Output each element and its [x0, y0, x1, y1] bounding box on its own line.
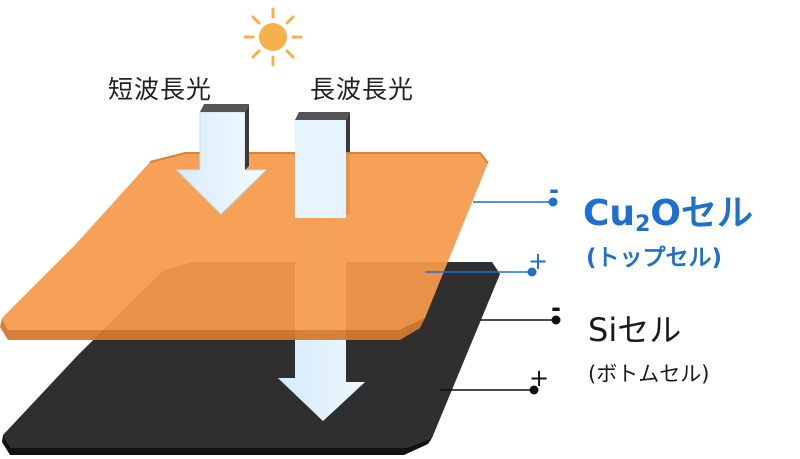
short-wave-label: 短波長光 [108, 75, 213, 104]
top-cell-title-suffix: Oセル [650, 193, 753, 234]
bottom-cell-subtitle: (ボトムセル) [588, 362, 710, 386]
sun-icon [243, 7, 303, 67]
top-cell-title-prefix: Cu [583, 193, 636, 234]
connector-lines [425, 197, 561, 395]
bottom-cell-minus: - [551, 294, 561, 322]
top-cell-title-subscript: 2 [635, 212, 651, 237]
top-cell-title: Cu2Oセル [583, 184, 753, 237]
top-cell-plus: + [528, 247, 549, 275]
bottom-cell-title: Siセル [588, 311, 682, 349]
long-wave-arrow-top [295, 120, 346, 218]
long-wave-label: 長波長光 [310, 75, 415, 104]
bottom-cell-plus: + [529, 364, 550, 392]
short-wave-arrow [175, 104, 268, 215]
top-cell-subtitle: (トップセル) [586, 245, 723, 271]
top-cell-minus: - [549, 176, 559, 204]
